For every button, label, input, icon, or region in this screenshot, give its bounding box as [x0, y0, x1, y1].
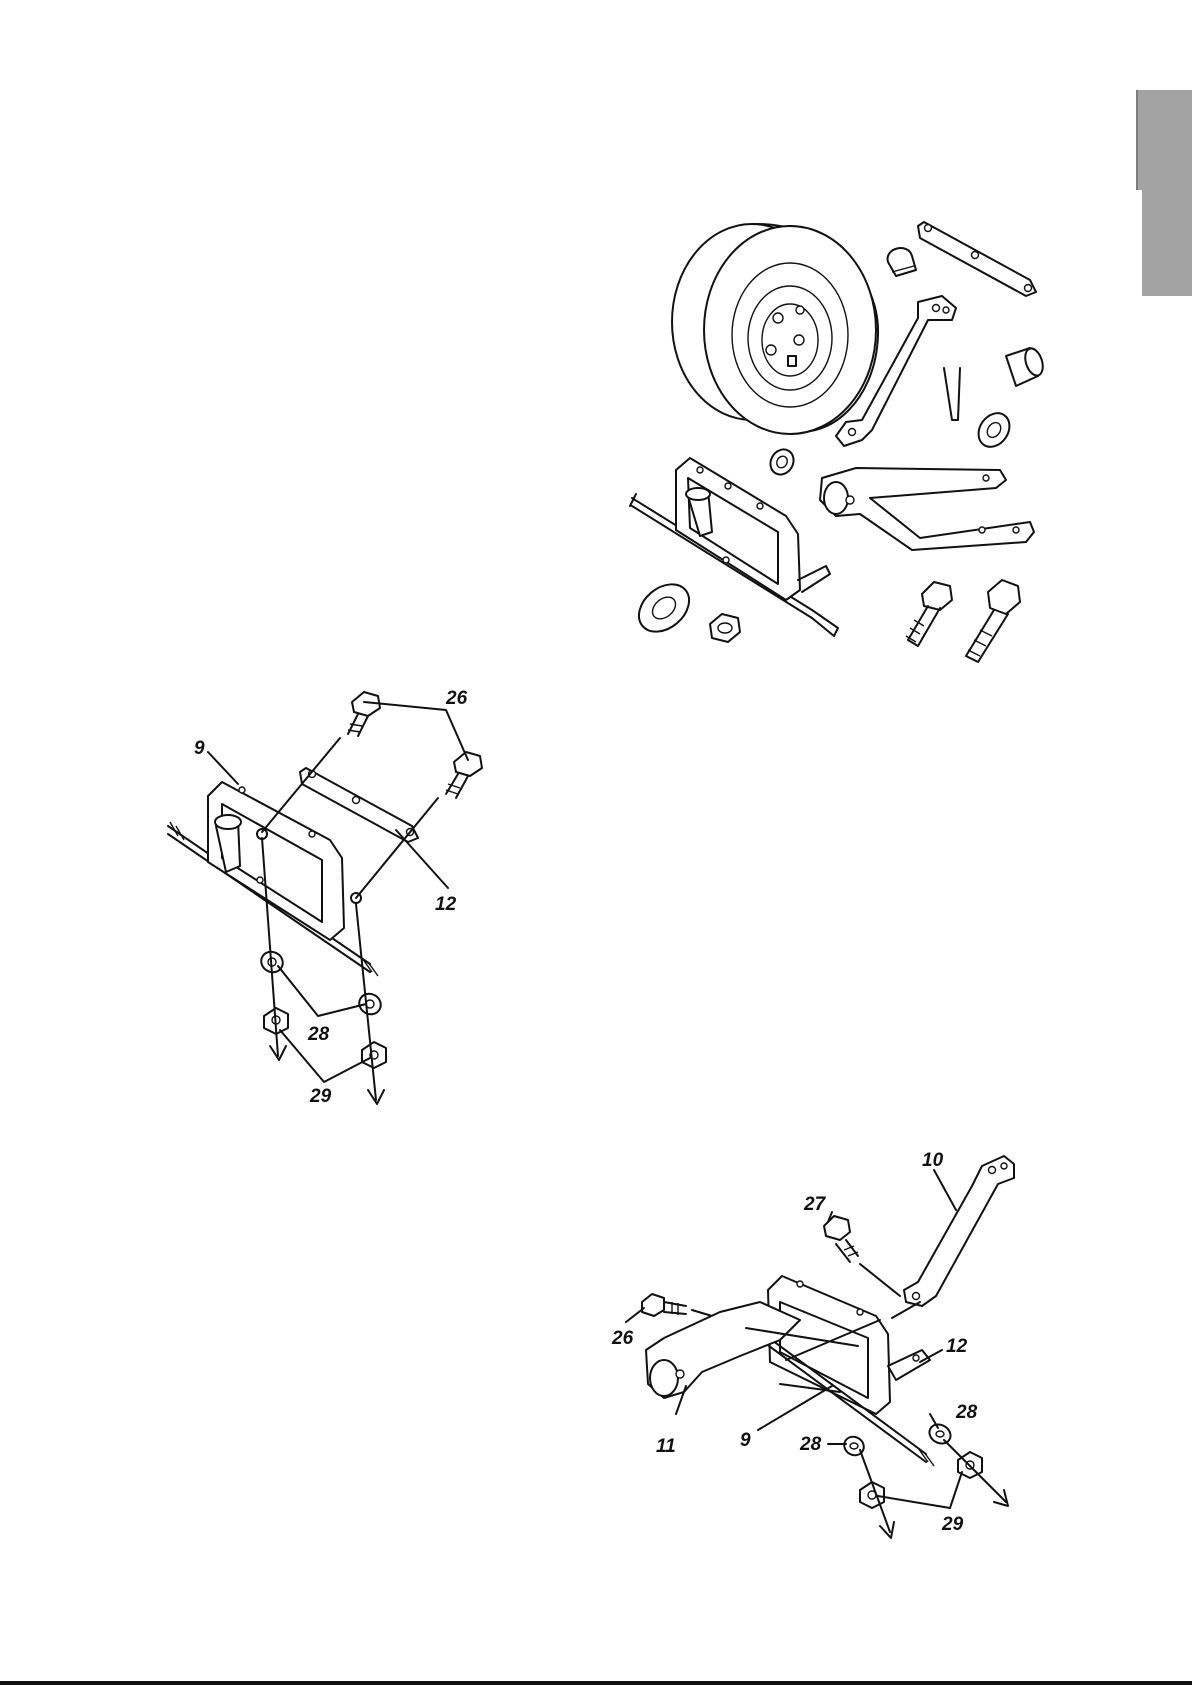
caster-arm-figure: 10 27 26 12 28 28 11 9 29 — [600, 1140, 1030, 1550]
bolt-small-illustration — [906, 582, 952, 646]
callout-9: 9 — [194, 738, 205, 759]
callout-9b: 9 — [740, 1430, 751, 1451]
frame-bracket-figure: 26 9 12 28 29 — [150, 680, 490, 1110]
callout-29: 29 — [309, 1086, 332, 1107]
bolt-26b-illustration — [446, 752, 482, 798]
callout-12b: 12 — [946, 1336, 968, 1357]
parts-overview-figure — [620, 200, 1050, 670]
side-tab-lower — [1142, 190, 1192, 296]
cap-nut-illustration — [888, 248, 916, 276]
bolt-large-illustration — [966, 580, 1020, 662]
bolt-26a-illustration — [348, 692, 380, 736]
side-tab-upper — [1138, 90, 1192, 190]
flat-bar-illustration — [918, 222, 1036, 296]
callout-28a: 28 — [955, 1402, 978, 1423]
callout-27: 27 — [803, 1194, 827, 1215]
callout-28b: 28 — [799, 1434, 822, 1455]
callout-11: 11 — [656, 1436, 676, 1457]
fork-illustration — [820, 468, 1034, 550]
cotter-pin-illustration — [944, 368, 960, 420]
callout-12: 12 — [435, 894, 457, 915]
wheel-illustration — [672, 224, 878, 434]
callout-26: 26 — [445, 688, 468, 709]
bushing-illustration — [1006, 346, 1046, 386]
callout-10: 10 — [922, 1150, 944, 1171]
callout-28: 28 — [307, 1024, 330, 1045]
bottom-rule — [0, 1681, 1192, 1685]
callout-29b: 29 — [941, 1514, 964, 1535]
callout-26b: 26 — [611, 1328, 634, 1349]
